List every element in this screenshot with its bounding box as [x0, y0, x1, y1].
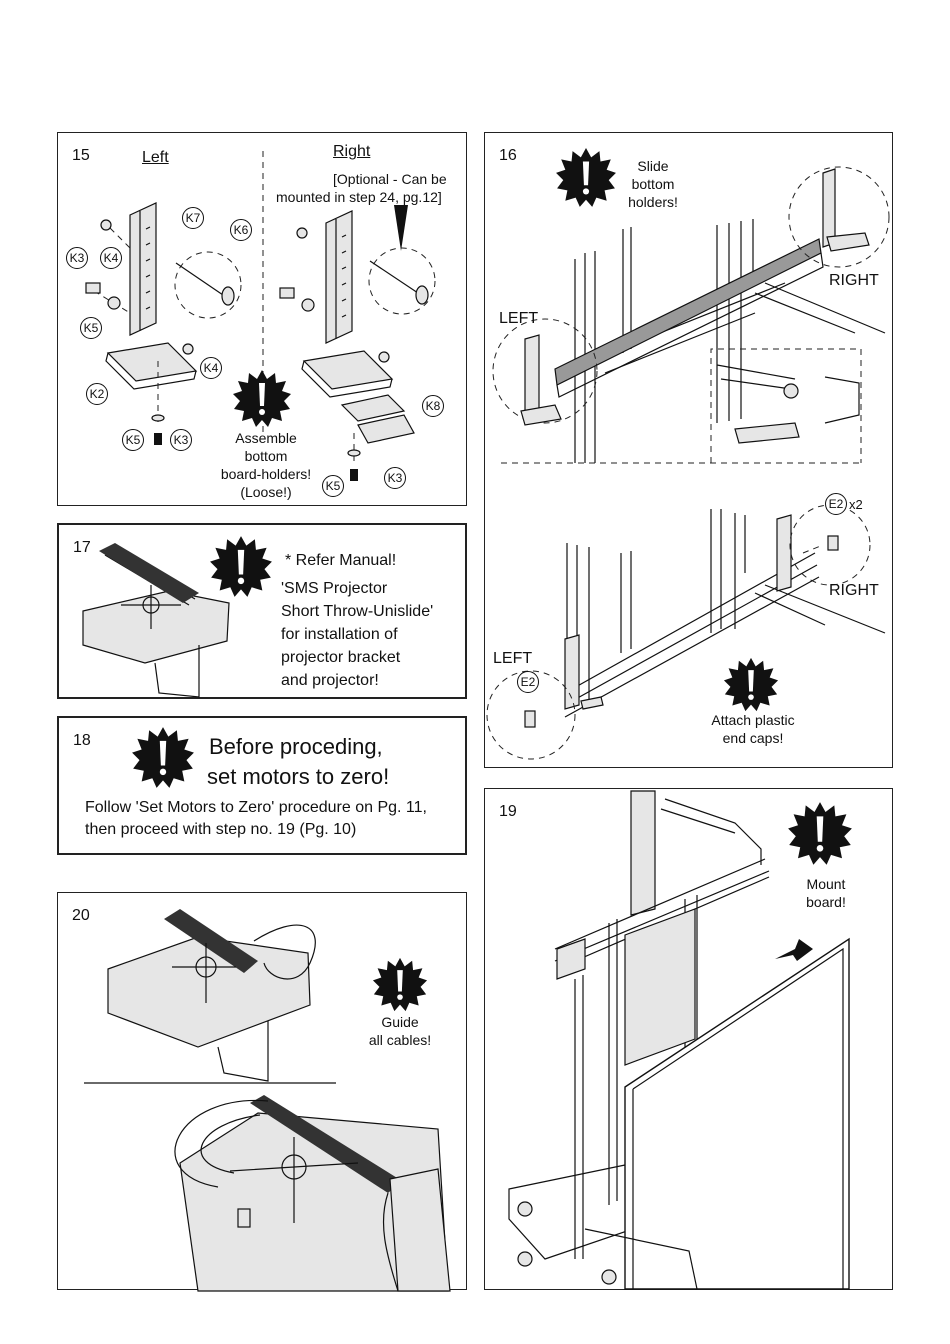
part-label: K7 — [182, 207, 204, 229]
cable-routing-drawing — [84, 909, 451, 1292]
callout-line: end caps! — [722, 730, 784, 746]
slide-holders-callout: Slide bottom holders! — [613, 157, 693, 211]
part-label-e2: E2 — [825, 493, 847, 515]
step-17-panel: 17 * Refer Manual! 'SMS Projector Short … — [57, 523, 467, 699]
step-15-panel: 15 Left Right [Optional - Can be mounted… — [57, 132, 467, 506]
optional-note-line-2: mounted in step 24, pg.12] — [276, 189, 442, 205]
part-label: K2 — [86, 383, 108, 405]
headline-line-2: set motors to zero! — [207, 764, 390, 789]
right-heading: Right — [333, 143, 371, 160]
guide-cables-callout: Guide all cables! — [350, 1013, 450, 1049]
refer-manual-line: * Refer Manual! — [285, 552, 397, 569]
end-caps-callout: Attach plastic end caps! — [693, 711, 813, 747]
instruction-line: Short Throw-Unislide' — [281, 603, 434, 620]
headline-line-1: Before proceding, — [209, 734, 383, 759]
step-number: 17 — [73, 539, 91, 556]
left-label-top: LEFT — [499, 310, 539, 327]
callout-line: bottom — [244, 448, 288, 464]
instruction-line: 'SMS Projector — [281, 580, 388, 597]
left-heading: Left — [142, 149, 169, 166]
board-holder-assembly-drawing — [85, 151, 436, 481]
callout-line: (Loose!) — [240, 484, 292, 500]
instruction-line: projector bracket — [281, 649, 401, 666]
callout-line: Attach plastic — [711, 712, 795, 728]
part-label: K6 — [230, 219, 252, 241]
assemble-callout: Assemble bottom board-holders! (Loose!) — [206, 429, 326, 501]
step-19-panel: 19 Mount board! — [484, 788, 893, 1290]
step-number: 19 — [499, 803, 517, 820]
mount-board-callout: Mount board! — [789, 875, 863, 911]
part-label: K3 — [66, 247, 88, 269]
callout-line: holders! — [628, 194, 678, 210]
callout-line: Slide — [637, 158, 669, 174]
instruction-line: for installation of — [281, 626, 398, 643]
right-label-top: RIGHT — [829, 272, 879, 289]
step-number: 15 — [72, 147, 90, 164]
body-line-1: Follow 'Set Motors to Zero' procedure on… — [85, 799, 427, 816]
instruction-line: and projector! — [281, 672, 379, 689]
step-number: 20 — [72, 907, 90, 924]
callout-line: Guide — [381, 1014, 419, 1030]
step-16-panel: 16 Slide bottom h — [484, 132, 893, 768]
step-20-panel: 20 Guide all cables! — [57, 892, 467, 1292]
part-label: K5 — [322, 475, 344, 497]
step-number: 16 — [499, 147, 517, 164]
right-label-bottom: RIGHT — [829, 582, 879, 599]
callout-line: board! — [806, 894, 846, 910]
body-line-2: then proceed with step no. 19 (Pg. 10) — [85, 821, 357, 838]
step-number: 18 — [73, 732, 91, 749]
part-label: K5 — [122, 429, 144, 451]
left-label-bottom: LEFT — [493, 650, 533, 667]
rail-mounting-drawing — [486, 148, 890, 760]
callout-line: board-holders! — [220, 466, 312, 482]
part-label-e2: E2 — [517, 671, 539, 693]
part-label: K5 — [80, 317, 102, 339]
optional-note-line-1: [Optional - Can be — [333, 171, 447, 187]
part-label: K3 — [170, 429, 192, 451]
part-label: K8 — [422, 395, 444, 417]
part-label: K3 — [384, 467, 406, 489]
callout-line: Assemble — [235, 430, 297, 446]
step-18-panel: 18 Before proceding, set motors to zero!… — [57, 716, 467, 855]
board-mounting-drawing — [508, 790, 852, 1290]
part-label: K4 — [100, 247, 122, 269]
callout-line: Mount — [806, 876, 846, 892]
quantity-label: x2 — [849, 497, 863, 512]
part-label: K4 — [200, 357, 222, 379]
projector-bracket-drawing — [82, 536, 272, 698]
callout-line: bottom — [631, 176, 675, 192]
callout-line: all cables! — [368, 1032, 432, 1048]
